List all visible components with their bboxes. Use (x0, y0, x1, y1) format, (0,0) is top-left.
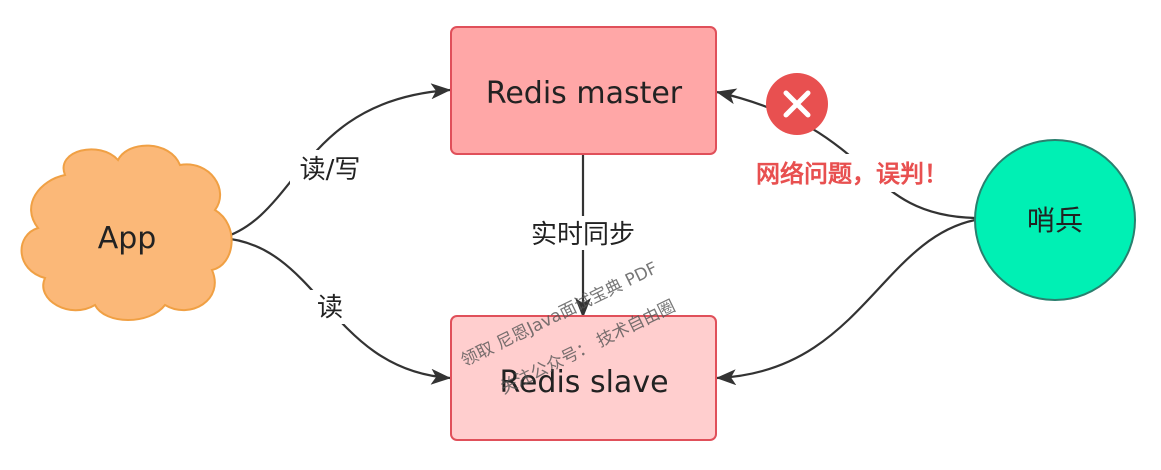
sync-label-bg (525, 216, 641, 250)
error-label-bg (745, 154, 960, 192)
rw-label-bg (290, 150, 370, 186)
error-label: 网络问题，误判！ (756, 160, 948, 188)
redis-master-node: Redis master (450, 26, 717, 155)
sentinel-node: 哨兵 (974, 139, 1136, 301)
edge-label-read: 读 (317, 293, 343, 323)
sentinel-circle (974, 139, 1136, 301)
master-label: Redis master (486, 76, 683, 111)
slave-label: Redis slave (499, 365, 668, 400)
master-box (450, 26, 717, 155)
close-icon-x (783, 90, 811, 118)
sentinel-label: 哨兵 (1027, 204, 1083, 237)
r-label-bg (308, 290, 352, 324)
slave-box (450, 315, 717, 441)
app-label: App (98, 221, 157, 256)
app-cloud: App (20, 144, 233, 321)
redis-slave-node: Redis slave (450, 315, 717, 441)
cloud-shape (20, 144, 233, 321)
edge-label-sync: 实时同步 (531, 220, 635, 250)
edge-label-read-write: 读/写 (300, 155, 361, 185)
edge-sentinel-to-slave (716, 218, 976, 386)
error-indicator (766, 73, 828, 135)
